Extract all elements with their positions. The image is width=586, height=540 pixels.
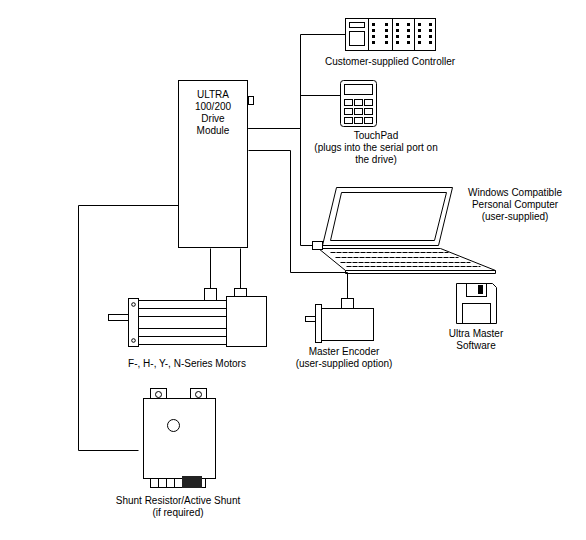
text-group: ULTRA 100/200 Drive Module [189,89,237,137]
text-group: Master Encoder(user-supplied option) [264,346,424,370]
cable-connector [249,35,346,129]
cable-connector [210,249,211,289]
encoder-device: Master Encoder(user-supplied option) [305,298,374,343]
software-disk: Ultra Master Software [456,283,497,324]
node-label: Ultra Master Software [431,328,521,352]
controller-illustration [346,19,436,51]
computer-device: Windows Compatible Personal Computer(use… [312,185,497,274]
cable-connector [240,249,241,289]
node-label: TouchPad [306,130,446,142]
text-group: Windows Compatible Personal Computer(use… [455,187,575,223]
drive-module-box: ULTRA 100/200 Drive Module [178,80,248,248]
shunt-illustration [144,389,216,489]
node-label: Customer-supplied Controller [305,56,475,68]
drive-connector-tab [249,97,254,105]
shunt-device: Shunt Resistor/Active Shunt(if required) [138,388,218,488]
cable-connector [249,151,348,299]
motor-device: F-, H-, Y-, N-Series Motors [108,288,267,347]
text-group: Customer-supplied Controller [305,56,475,68]
touchpad-illustration [341,81,377,127]
text-group: TouchPad(plugs into the serial port on t… [306,130,446,166]
node-label: ULTRA 100/200 Drive Module [189,89,237,137]
text-group: Shunt Resistor/Active Shunt(if required) [86,495,270,519]
node-label: Shunt Resistor/Active Shunt [86,495,270,507]
cable-connector [79,206,179,451]
text-group: F-, H-, Y-, N-Series Motors [102,358,272,370]
laptop-illustration [313,188,496,274]
node-label: F-, H-, Y-, N-Series Motors [102,358,272,370]
node-sublabel: (user-supplied) [455,211,575,223]
node-sublabel: (user-supplied option) [264,358,424,370]
motor-illustration [109,289,267,347]
floppy-disk-illustration [457,284,497,324]
cable-connector [249,129,313,246]
controller-device: Customer-supplied Controller [345,18,435,50]
node-sublabel: (if required) [86,507,270,519]
node-label: Master Encoder [264,346,424,358]
touchpad-device: TouchPad(plugs into the serial port on t… [340,80,376,126]
text-group: Ultra Master Software [431,328,521,352]
node-sublabel: (plugs into the serial port on the drive… [306,142,446,166]
encoder-illustration [306,299,374,343]
node-label: Windows Compatible Personal Computer [455,187,575,211]
cable-connector [249,96,341,129]
